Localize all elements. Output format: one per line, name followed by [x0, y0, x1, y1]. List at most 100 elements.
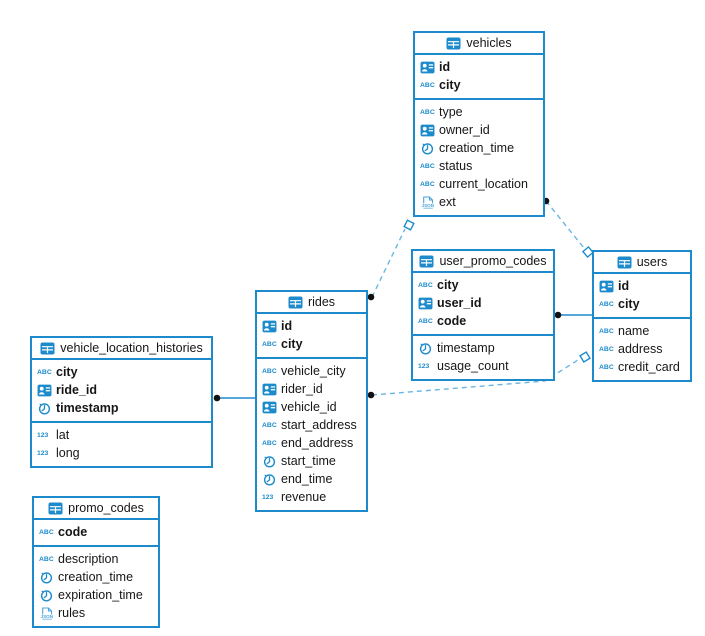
- column-row[interactable]: ABC current_location: [415, 175, 543, 193]
- table-vehicles[interactable]: vehicles id ABC city ABC type owner_id c…: [413, 31, 545, 217]
- column-name: creation_time: [439, 141, 515, 155]
- table-name: user_promo_codes: [439, 254, 547, 268]
- column-name: city: [56, 365, 78, 379]
- table-header[interactable]: vehicles: [415, 33, 543, 55]
- table-icon: [40, 342, 55, 355]
- column-row[interactable]: ABC city: [415, 76, 543, 94]
- table-icon: [419, 255, 434, 268]
- column-name: current_location: [439, 177, 528, 191]
- column-name: id: [439, 60, 451, 74]
- column-row[interactable]: expiration_time: [34, 586, 158, 604]
- table-icon: [48, 502, 63, 515]
- column-name: description: [58, 552, 119, 566]
- json-type-icon: [39, 607, 54, 620]
- table-vehicle-location-histories[interactable]: vehicle_location_histories ABC city ride…: [30, 336, 213, 468]
- column-row[interactable]: ABC code: [34, 523, 158, 541]
- many-marker-users-left: [579, 351, 591, 363]
- uuid-icon: [262, 320, 277, 333]
- column-row[interactable]: creation_time: [415, 139, 543, 157]
- column-row[interactable]: ext: [415, 193, 543, 211]
- text-type-icon: ABC: [262, 340, 277, 348]
- column-row[interactable]: ABC end_address: [257, 434, 366, 452]
- relation-line-vehicles-users[interactable]: [545, 200, 585, 249]
- timestamp-icon: [262, 455, 277, 468]
- relation-line-rides-vehicles[interactable]: [371, 228, 406, 298]
- text-type-icon: ABC: [420, 180, 435, 188]
- column-row[interactable]: 123 revenue: [257, 488, 366, 506]
- column-row[interactable]: ABC type: [415, 103, 543, 121]
- column-name: city: [618, 297, 640, 311]
- relation-dot-rides-mid: [367, 391, 375, 399]
- column-name: ride_id: [56, 383, 97, 397]
- uuid-icon: [418, 297, 433, 310]
- column-row[interactable]: rules: [34, 604, 158, 622]
- table-header[interactable]: user_promo_codes: [413, 251, 553, 273]
- uuid-icon: [420, 61, 435, 74]
- table-header[interactable]: promo_codes: [34, 498, 158, 520]
- column-row[interactable]: vehicle_id: [257, 398, 366, 416]
- text-type-icon: ABC: [420, 108, 435, 116]
- column-row[interactable]: ABC credit_card: [594, 358, 690, 376]
- text-type-icon: ABC: [599, 345, 614, 353]
- relation-line-rides-users[interactable]: [371, 357, 582, 396]
- table-name: vehicle_location_histories: [60, 341, 203, 355]
- table-name: users: [636, 255, 668, 269]
- column-row[interactable]: timestamp: [413, 339, 553, 357]
- column-row[interactable]: 123 usage_count: [413, 357, 553, 375]
- column-row[interactable]: ABC status: [415, 157, 543, 175]
- column-row[interactable]: ride_id: [32, 381, 211, 399]
- column-name: code: [58, 525, 88, 539]
- column-row[interactable]: id: [594, 277, 690, 295]
- column-row[interactable]: ABC city: [257, 335, 366, 353]
- column-row[interactable]: ABC vehicle_city: [257, 362, 366, 380]
- number-type-icon: 123: [37, 449, 49, 457]
- table-users[interactable]: users id ABC city ABC name ABC address A…: [592, 250, 692, 382]
- column-row[interactable]: owner_id: [415, 121, 543, 139]
- column-name: end_address: [281, 436, 354, 450]
- columns-group: ABC type owner_id creation_time ABC stat…: [415, 98, 543, 215]
- column-row[interactable]: end_time: [257, 470, 366, 488]
- primary-key-group: ABC code: [34, 520, 158, 545]
- column-row[interactable]: user_id: [413, 294, 553, 312]
- column-row[interactable]: start_time: [257, 452, 366, 470]
- column-row[interactable]: ABC city: [413, 276, 553, 294]
- column-row[interactable]: ABC city: [594, 295, 690, 313]
- column-name: ext: [439, 195, 456, 209]
- table-icon: [617, 256, 632, 269]
- many-marker-vehicles-bottomleft: [403, 219, 415, 231]
- text-type-icon: ABC: [39, 555, 54, 563]
- column-name: user_id: [437, 296, 482, 310]
- column-row[interactable]: id: [257, 317, 366, 335]
- columns-group: ABC description creation_time expiration…: [34, 545, 158, 626]
- column-row[interactable]: id: [415, 58, 543, 76]
- table-header[interactable]: vehicle_location_histories: [32, 338, 211, 360]
- column-row[interactable]: ABC start_address: [257, 416, 366, 434]
- text-type-icon: ABC: [599, 300, 614, 308]
- column-name: rules: [58, 606, 86, 620]
- primary-key-group: id ABC city: [594, 274, 690, 317]
- table-name: vehicles: [466, 36, 512, 50]
- text-type-icon: ABC: [599, 327, 614, 335]
- primary-key-group: ABC city user_id ABC code: [413, 273, 553, 334]
- column-name: name: [618, 324, 650, 338]
- many-marker-users-topleft: [581, 245, 595, 259]
- column-row[interactable]: ABC address: [594, 340, 690, 358]
- column-name: timestamp: [56, 401, 119, 415]
- table-header[interactable]: rides: [257, 292, 366, 314]
- column-row[interactable]: rider_id: [257, 380, 366, 398]
- table-rides[interactable]: rides id ABC city ABC vehicle_city rider…: [255, 290, 368, 512]
- column-row[interactable]: ABC city: [32, 363, 211, 381]
- column-row[interactable]: 123 long: [32, 444, 211, 462]
- table-icon: [446, 37, 461, 50]
- table-header[interactable]: users: [594, 252, 690, 274]
- table-user-promo-codes[interactable]: user_promo_codes ABC city user_id ABC co…: [411, 249, 555, 381]
- column-row[interactable]: ABC name: [594, 322, 690, 340]
- timestamp-icon: [418, 342, 433, 355]
- column-row[interactable]: ABC code: [413, 312, 553, 330]
- column-row[interactable]: creation_time: [34, 568, 158, 586]
- column-name: city: [439, 78, 461, 92]
- table-promo-codes[interactable]: promo_codes ABC code ABC description cre…: [32, 496, 160, 628]
- column-row[interactable]: 123 lat: [32, 426, 211, 444]
- column-row[interactable]: ABC description: [34, 550, 158, 568]
- column-row[interactable]: timestamp: [32, 399, 211, 417]
